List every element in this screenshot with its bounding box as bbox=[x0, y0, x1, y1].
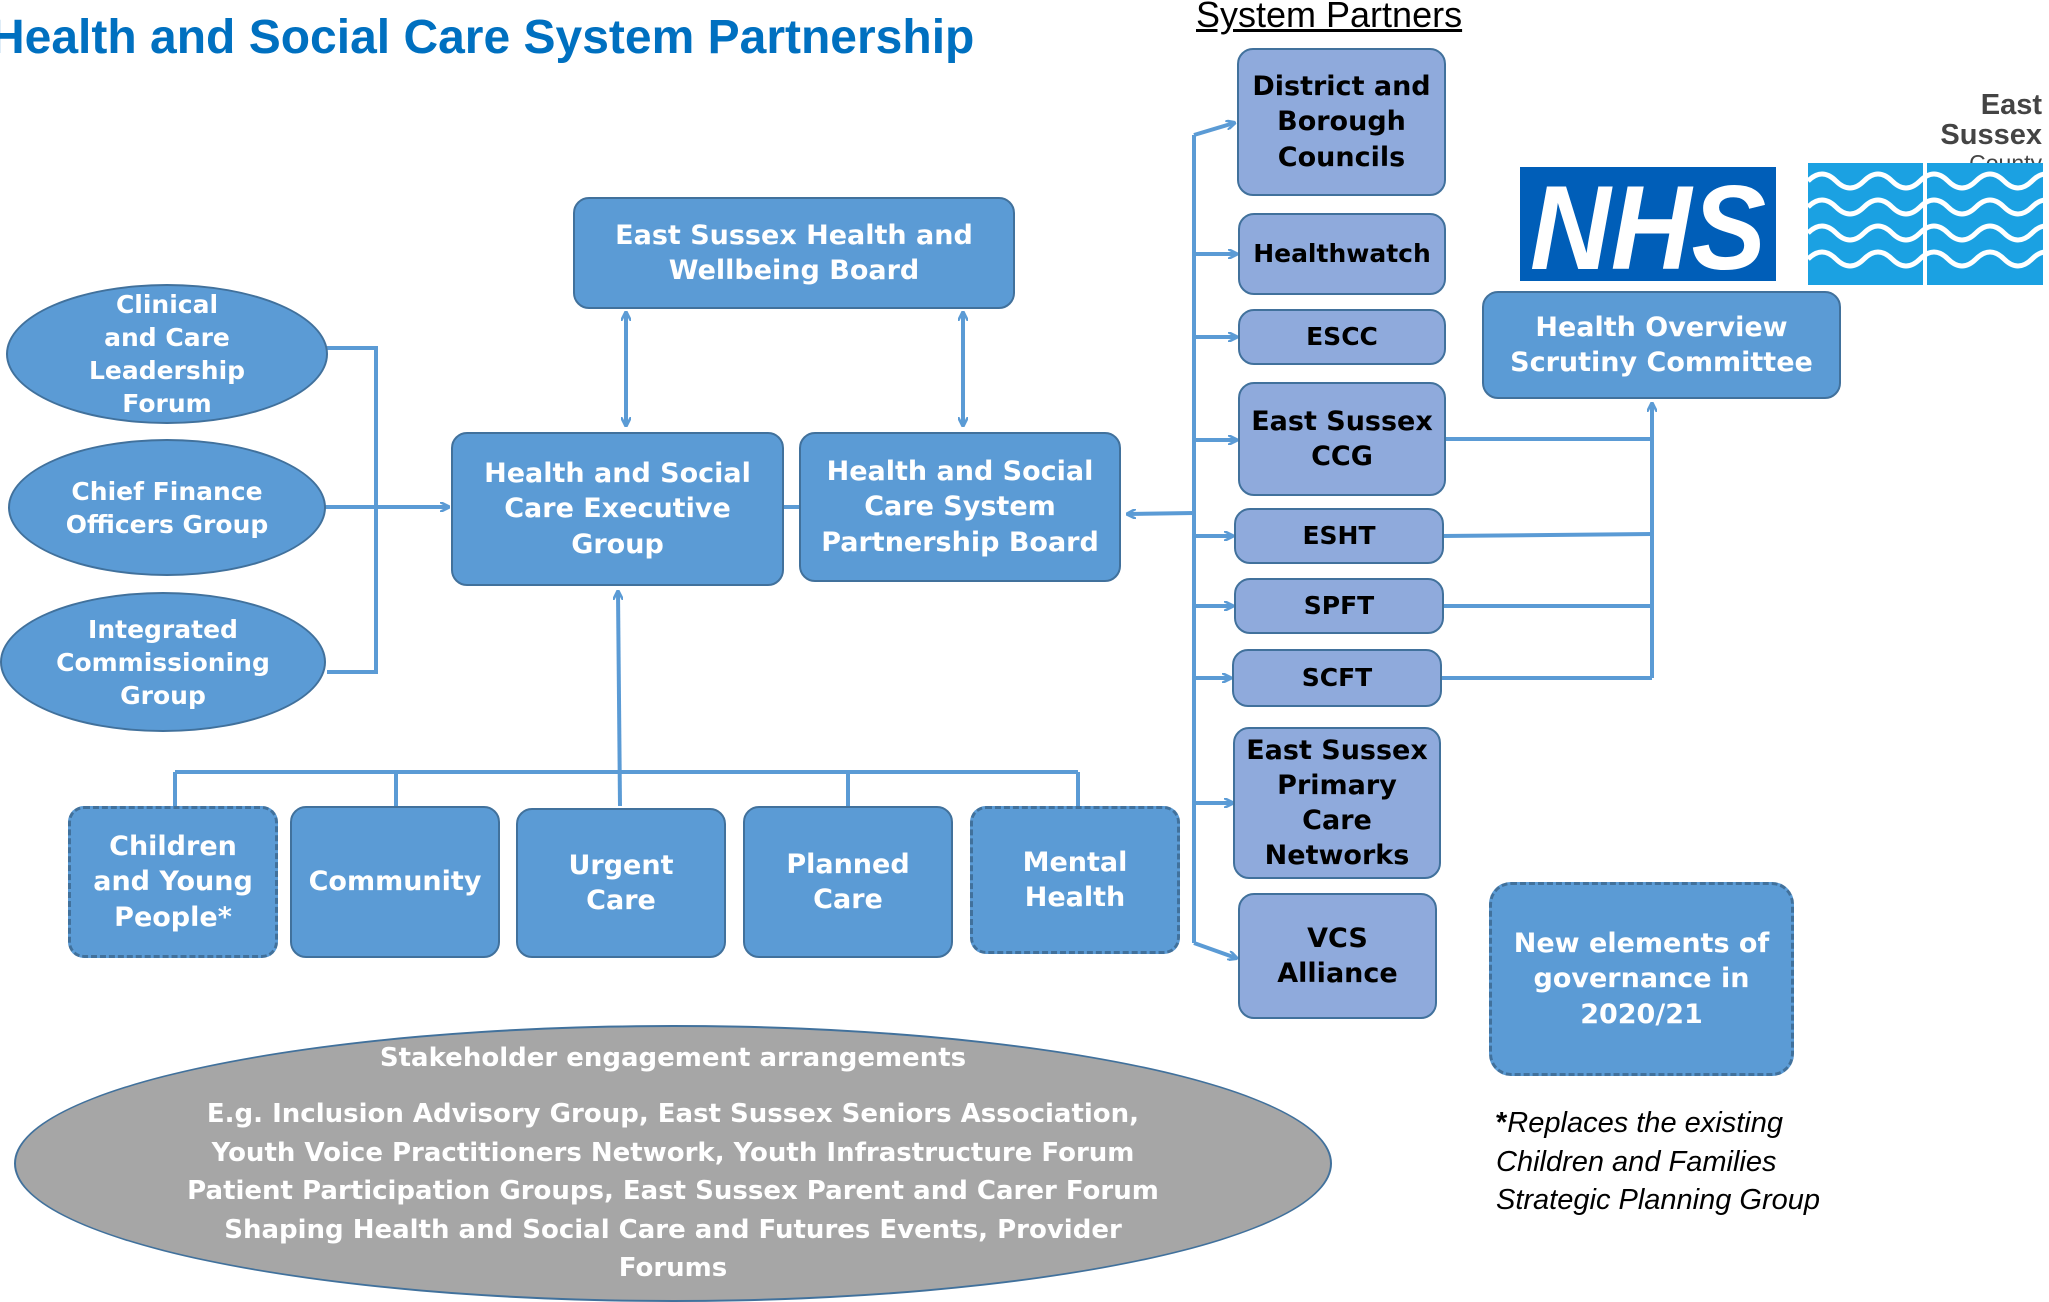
footnote: *Replaces the existing Children and Fami… bbox=[1496, 1104, 1836, 1220]
system-partnership-board: Health and Social Care System Partnershi… bbox=[799, 432, 1121, 582]
partner-escc: ESCC bbox=[1238, 309, 1446, 365]
programme-planned-care: Planned Care bbox=[743, 806, 953, 958]
partner-primary-care-networks: East Sussex Primary Care Networks bbox=[1233, 727, 1441, 879]
legend-new-elements: New elements of governance in 2020/21 bbox=[1489, 882, 1794, 1076]
page-title: Health and Social Care System Partnershi… bbox=[0, 11, 975, 64]
scrutiny-connector bbox=[1441, 404, 1652, 680]
executive-group: Health and Social Care Executive Group bbox=[451, 432, 784, 586]
health-wellbeing-board: East Sussex Health and Wellbeing Board bbox=[573, 197, 1015, 309]
programme-urgent-care: Urgent Care bbox=[516, 808, 726, 958]
partner-spft: SPFT bbox=[1234, 578, 1444, 634]
forums-connector bbox=[324, 346, 448, 674]
nhs-logo: NHS bbox=[1520, 167, 1776, 281]
clinical-care-leadership-forum: Clinical and Care Leadership Forum bbox=[6, 284, 328, 424]
programme-children-young-people: Children and Young People* bbox=[68, 806, 278, 958]
partner-healthwatch: Healthwatch bbox=[1238, 213, 1446, 295]
footnote-marker: * bbox=[1496, 1107, 1508, 1139]
stakeholder-engagement: Stakeholder engagement arrangements E.g.… bbox=[14, 1025, 1332, 1302]
nhs-logo-text: NHS bbox=[1530, 167, 1766, 281]
programme-community: Community bbox=[290, 806, 500, 958]
stakeholder-body: E.g. Inclusion Advisory Group, East Suss… bbox=[187, 1099, 1159, 1283]
partner-vcs-alliance: VCS Alliance bbox=[1238, 893, 1437, 1019]
programmes-connector bbox=[173, 592, 1080, 807]
escc-logo-line1: East Sussex bbox=[1940, 89, 2042, 152]
footnote-text: Replaces the existing Children and Famil… bbox=[1496, 1107, 1821, 1216]
partners-connector bbox=[1128, 123, 1236, 958]
system-partners-heading: System Partners bbox=[1196, 0, 1463, 35]
partner-east-sussex-ccg: East Sussex CCG bbox=[1238, 382, 1446, 496]
programme-mental-health: Mental Health bbox=[970, 806, 1180, 954]
partner-district-borough-councils: District and Borough Councils bbox=[1237, 48, 1446, 196]
partner-esht: ESHT bbox=[1234, 508, 1444, 564]
escc-logo-waves bbox=[1808, 163, 2043, 285]
integrated-commissioning-group: Integrated Commissioning Group bbox=[0, 592, 326, 732]
health-overview-scrutiny-committee: Health Overview Scrutiny Committee bbox=[1482, 291, 1841, 399]
chief-finance-officers-group: Chief Finance Officers Group bbox=[8, 439, 326, 576]
stakeholder-heading: Stakeholder engagement arrangements bbox=[379, 1043, 967, 1073]
partner-scft: SCFT bbox=[1232, 649, 1442, 707]
